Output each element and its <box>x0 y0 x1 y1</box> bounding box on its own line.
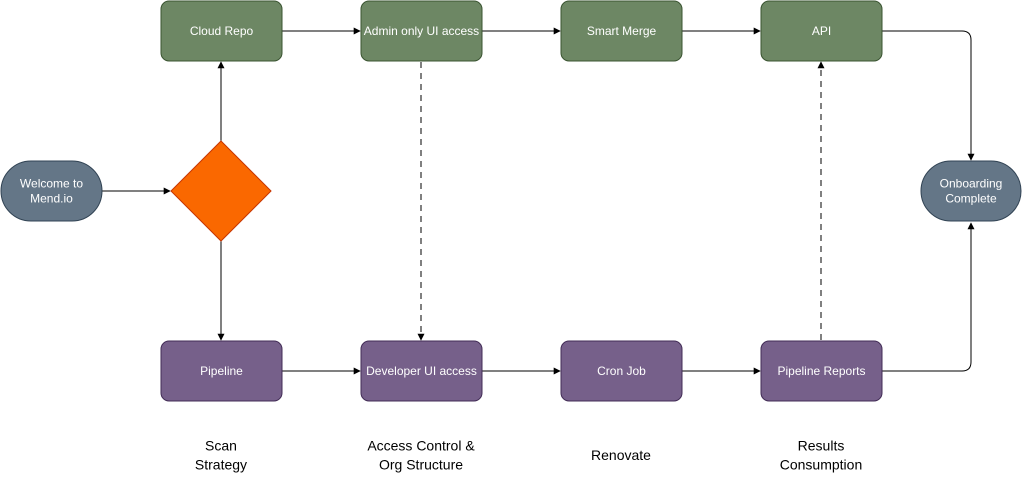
node-smart-merge: Smart Merge <box>560 0 683 62</box>
node-api: API <box>760 0 883 62</box>
node-pipeline: Pipeline <box>160 340 283 402</box>
stage-label-renovate: Renovate <box>591 447 651 463</box>
node-pipeline-reports-label: Pipeline Reports <box>777 364 865 378</box>
node-smart-merge-label: Smart Merge <box>587 24 657 38</box>
edge-api-to-end <box>882 30 975 161</box>
edges <box>102 27 975 375</box>
node-admin-ui-access: Admin only UI access <box>360 0 483 62</box>
node-cloud-repo-label: Cloud Repo <box>190 24 254 38</box>
node-api-label: API <box>812 24 831 38</box>
node-developer-ui-access: Developer UI access <box>360 340 483 402</box>
node-cloud-repo: Cloud Repo <box>160 0 283 62</box>
stage-label-access-control: Access Control &Org Structure <box>367 438 475 473</box>
node-admin-ui-access-label: Admin only UI access <box>364 24 479 38</box>
edge-pipeline-reports-to-end <box>882 222 975 372</box>
node-cron-job: Cron Job <box>560 340 683 402</box>
node-pipeline-label: Pipeline <box>200 364 243 378</box>
node-cron-job-label: Cron Job <box>597 364 646 378</box>
decision-diamond <box>170 140 272 242</box>
node-developer-ui-access-label: Developer UI access <box>366 364 477 378</box>
node-pipeline-reports: Pipeline Reports <box>760 340 883 402</box>
